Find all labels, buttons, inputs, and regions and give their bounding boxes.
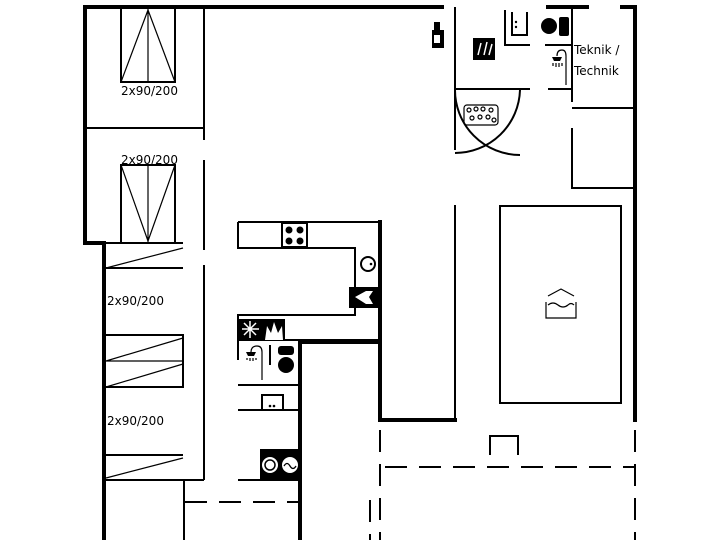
pool-icon	[499, 205, 622, 404]
freezer-icon	[238, 319, 263, 340]
bed-label: 2x90/200	[107, 414, 164, 428]
bed-label: 2x90/200	[121, 84, 178, 98]
shower-icon	[552, 49, 567, 85]
bed-icon	[103, 334, 184, 388]
technik-label: Teknik /	[573, 43, 620, 57]
bed-icon	[120, 7, 176, 83]
shower-icon	[246, 345, 263, 380]
dryer-icon	[282, 457, 298, 473]
sink-icon	[360, 256, 376, 272]
stove-icon	[281, 222, 308, 248]
toilet-icon	[278, 346, 294, 373]
outer-walls	[83, 5, 637, 540]
sink-icon	[511, 12, 528, 36]
whirlpool-icon	[463, 104, 499, 126]
bed-label: 2x90/200	[121, 153, 178, 167]
bed-icon	[120, 164, 176, 244]
terrace-outline	[185, 430, 636, 540]
toilet-icon	[541, 17, 569, 36]
bed-icon	[104, 454, 184, 479]
dishwasher-icon	[349, 287, 379, 308]
fireplace-icon	[263, 319, 285, 340]
wine-icon	[432, 22, 444, 48]
sauna-icon	[473, 38, 495, 60]
technik-label: Technik	[573, 64, 619, 78]
sink-icon	[261, 394, 284, 410]
bed-icon	[105, 247, 184, 269]
bed-label: 2x90/200	[107, 294, 164, 308]
